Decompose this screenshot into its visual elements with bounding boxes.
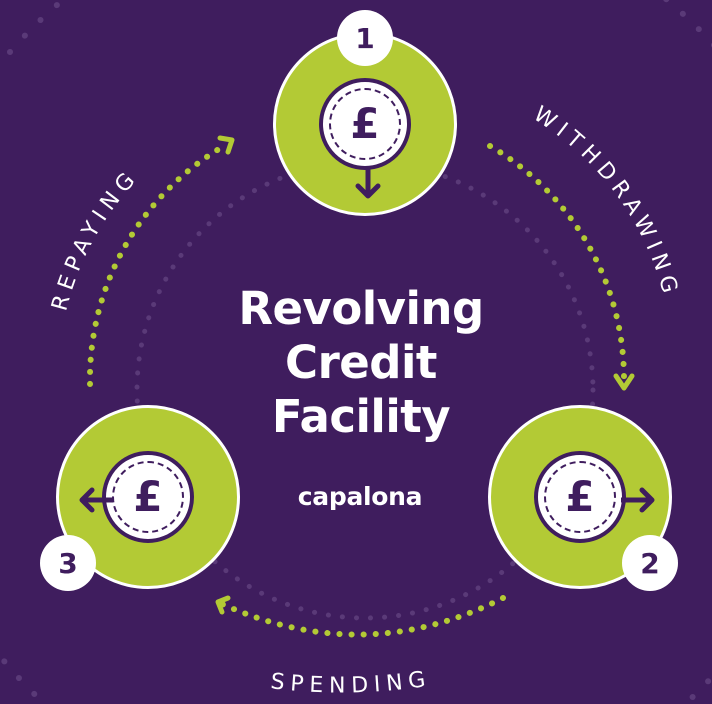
pound-coin-icon: £ bbox=[102, 451, 194, 543]
pound-coin-icon: £ bbox=[319, 78, 411, 170]
brand-logo: capalona bbox=[297, 482, 423, 511]
step-1-badge: 1 bbox=[337, 10, 393, 66]
spending-arrowhead-icon bbox=[215, 595, 231, 615]
withdrawing-arrowhead-icon bbox=[613, 373, 635, 391]
pound-symbol: £ bbox=[350, 99, 380, 148]
withdrawing-arc bbox=[487, 143, 627, 381]
title-line-1: Revolving bbox=[238, 282, 484, 335]
spending-arc bbox=[219, 595, 506, 638]
repaying-arrowhead-icon bbox=[217, 135, 235, 155]
repaying-arc bbox=[86, 143, 227, 387]
arrow-down-icon bbox=[355, 167, 381, 199]
diagram-title: Revolving Credit Facility bbox=[206, 282, 516, 444]
pound-symbol: £ bbox=[133, 472, 163, 521]
arrow-right-icon bbox=[621, 487, 655, 513]
pound-coin-icon: £ bbox=[534, 451, 626, 543]
label-spending: SPENDING bbox=[269, 666, 433, 698]
step-2-badge: 2 bbox=[622, 535, 678, 591]
title-line-2: Credit bbox=[285, 336, 437, 389]
label-withdrawing: WITHDRAWING bbox=[529, 102, 684, 302]
label-repaying: REPAYING bbox=[47, 164, 144, 314]
arrow-left-icon bbox=[79, 487, 113, 513]
step-3-badge: 3 bbox=[40, 535, 96, 591]
pound-symbol: £ bbox=[565, 472, 595, 521]
title-line-3: Facility bbox=[271, 390, 451, 443]
